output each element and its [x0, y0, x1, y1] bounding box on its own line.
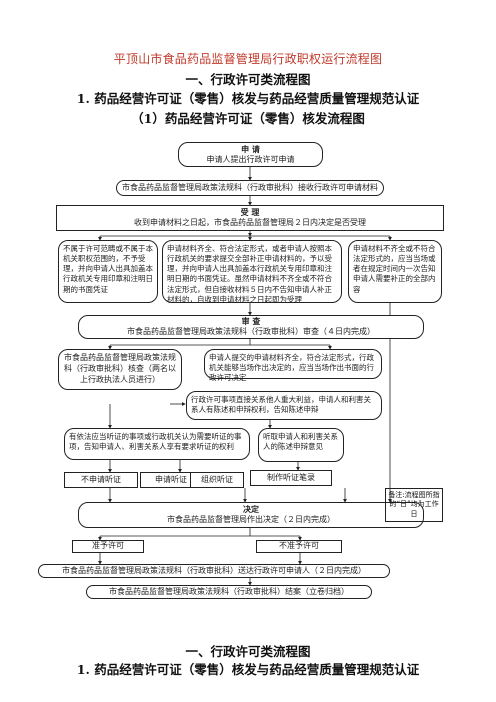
receive-text: 市食品药品监督管理局政策法规科（行政审批科）接收行政许可申请材料	[122, 182, 378, 192]
flowchart-heading: （1）药品经营许可证（零售）核发流程图	[131, 111, 365, 126]
archive-box: 市食品药品监督管理局政策法规科（行政审批科）结案（立卷归档）	[86, 585, 372, 599]
verify-spot-box: 申请人提交的申请材料齐全，符合法定形式，行政机关能够当场作出决定的，应当当场作出…	[204, 349, 382, 382]
review-box: 审 查 市食品药品监督管理局政策法规科（行政审批科）审查（４日内完成）	[78, 315, 424, 339]
listen-box: 听取申请人和利害关系人的陈述申辩意见	[258, 428, 344, 462]
apply-box: 申 请 申请人提出行政许可申请	[178, 142, 323, 167]
document-title: 平顶山市食品药品监督管理局行政职权运行流程图	[113, 52, 383, 66]
decide-box: 决定 市食品药品监督管理局作出决定（２日内完成）	[78, 502, 424, 528]
organize-hearing-box: 组织听证	[190, 472, 244, 488]
branch-reject-text: 不属于许可范畴或不属于本机关职权范围的，不予受理，并向申请人出具加盖本行政机关专…	[63, 244, 153, 294]
hearing-notice-text: 有依法应当听证的事项或行政机关认为需要听证的事项，告知申请人、利害关系人享有要求…	[69, 432, 242, 452]
listen-text: 听取申请人和利害关系人的陈述申辩意见	[263, 432, 338, 452]
branch-supplement-text: 申请材料不齐全或不符合法定形式的，应当当场或者在规定时间内一次告知申请人需要补正…	[353, 244, 436, 294]
accept-box: 受 理 收到申请材料之日起，市食品药品监督管理局２日内决定是否受理	[56, 205, 444, 231]
branch-supplement-box: 申请材料不齐全或不符合法定形式的，应当当场或者在规定时间内一次告知申请人需要补正…	[348, 240, 442, 303]
verify-box: 市食品药品监督管理局政策法规科（行政审批科）核查（两名以上行政执法人员进行）	[58, 349, 182, 390]
no-hearing-text: 不申请听证	[81, 474, 121, 484]
subsection-heading: 1. 药品经营许可证（零售）核发与药品经营质量管理规范认证	[76, 91, 420, 106]
grant-box: 准予许可	[72, 540, 144, 553]
branch-reject-box: 不属于许可范畴或不属于本机关职权范围的，不予受理，并向申请人出具加盖本行政机关专…	[58, 240, 158, 303]
review-title: 审 查	[241, 316, 261, 327]
section-heading: 一、行政许可类流程图	[185, 72, 311, 87]
branch-correct-box: 申请材料齐全、符合法定形式，或者申请人按照本行政机关的要求提交全部补正申请材料的…	[162, 240, 342, 304]
hearing-record-box: 制作听证笔录	[250, 470, 332, 486]
interest-text: 行政许可事项直接关系他人重大利益，申请人和利害关系人有陈述和申辩权利，告知陈述申…	[191, 395, 371, 415]
deliver-text: 市食品药品监督管理局政策法规科（行政审批科）送达行政许可申请人（２日内完成）	[62, 565, 366, 575]
apply-title: 申 请	[241, 143, 260, 154]
verify-text: 市食品药品监督管理局政策法规科（行政审批科）核查（两名以上行政执法人员进行）	[64, 353, 176, 384]
hearing-notice-box: 有依法应当听证的事项或行政机关认为需要听证的事项，告知申请人、利害关系人享有要求…	[64, 428, 250, 460]
deny-box: 不准予许可	[256, 540, 342, 553]
footer-section-heading: 一、行政许可类流程图	[185, 644, 311, 659]
apply-text: 申请人提出行政许可申请	[206, 154, 295, 164]
interest-box: 行政许可事项直接关系他人重大利益，申请人和利害关系人有陈述和申辩权利，告知陈述申…	[186, 391, 382, 420]
deny-text: 不准予许可	[279, 541, 319, 551]
archive-text: 市食品药品监督管理局政策法规科（行政审批科）结案（立卷归档）	[109, 586, 349, 596]
accept-title: 受 理	[240, 207, 260, 218]
grant-text: 准予许可	[92, 541, 124, 551]
branch-correct-text: 申请材料齐全、符合法定形式，或者申请人按照本行政机关的要求提交全部补正申请材料的…	[167, 244, 332, 304]
no-hearing-box: 不申请听证	[64, 472, 138, 488]
verify-spot-text: 申请人提交的申请材料齐全，符合法定形式，行政机关能够当场作出决定的，应当当场作出…	[209, 353, 374, 383]
decide-title: 决定	[243, 504, 259, 515]
receive-box: 市食品药品监督管理局政策法规科（行政审批科）接收行政许可申请材料	[116, 180, 384, 196]
footer-subsection-heading: 1. 药品经营许可证（零售）核发与药品经营质量管理规范认证	[76, 662, 420, 677]
accept-text: 收到申请材料之日起，市食品药品监督管理局２日内决定是否受理	[134, 218, 366, 227]
remark-text: 备注:流程图所指的“日”均为工作日	[388, 491, 440, 518]
review-text: 市食品药品监督管理局政策法规科（行政审批科）审查（４日内完成）	[127, 327, 375, 336]
deliver-box: 市食品药品监督管理局政策法规科（行政审批科）送达行政许可申请人（２日内完成）	[38, 564, 390, 578]
hearing-record-text: 制作听证笔录	[267, 472, 315, 482]
remark-note: 备注:流程图所指的“日”均为工作日	[385, 488, 443, 522]
organize-hearing-text: 组织听证	[201, 474, 233, 484]
decide-text: 市食品药品监督管理局作出决定（２日内完成）	[167, 515, 335, 524]
apply-hearing-text: 申请听证	[155, 474, 187, 484]
